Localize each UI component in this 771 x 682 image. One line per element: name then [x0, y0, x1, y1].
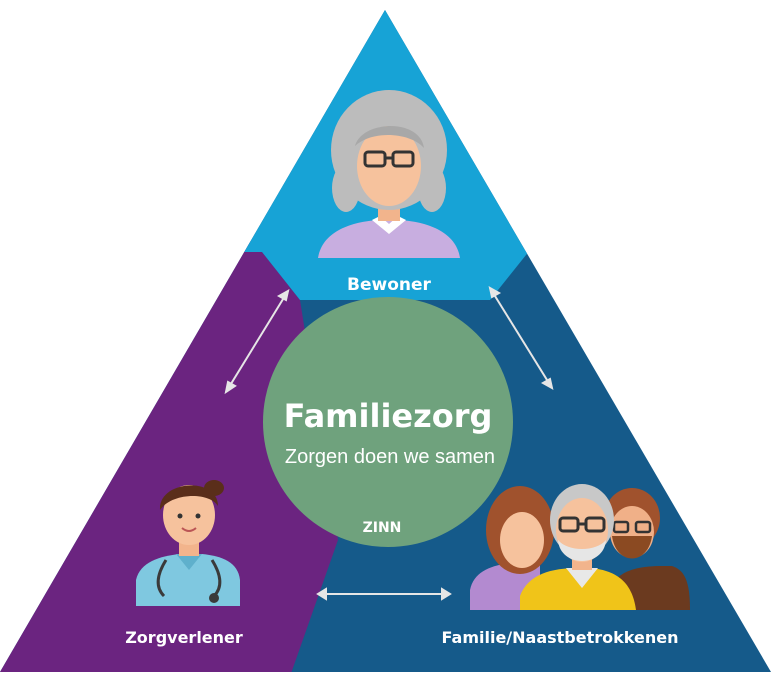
caregiver-nurse-icon	[136, 480, 240, 606]
center-circle	[263, 297, 513, 547]
family-group-icon	[470, 484, 690, 610]
top-label: Bewoner	[347, 275, 432, 295]
arrow-right-top	[489, 287, 553, 389]
elderly-woman-icon	[318, 90, 460, 258]
arrow-left-top	[225, 290, 289, 393]
center-brand-label: ZINN	[363, 520, 402, 536]
right-label: Familie/Naastbetrokkenen	[442, 628, 679, 647]
center-subtitle: Zorgen doen we samen	[285, 446, 495, 468]
connection-arrows	[224, 286, 554, 601]
center-title: Familiezorg	[284, 397, 493, 435]
left-label: Zorgverlener	[125, 628, 243, 647]
